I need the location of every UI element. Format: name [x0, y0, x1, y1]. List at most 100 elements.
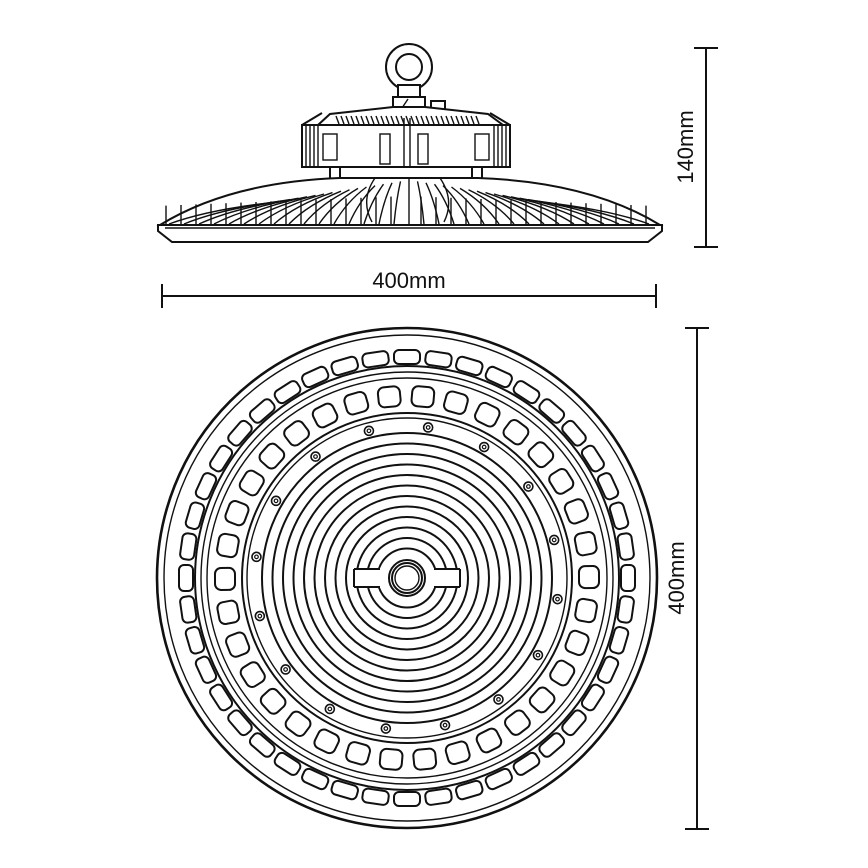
- outer-slot: [616, 595, 635, 624]
- heat-sink: [156, 177, 664, 226]
- inner-slot: [527, 441, 555, 469]
- outer-rim: [155, 326, 659, 830]
- outer-slot: [484, 365, 513, 389]
- top-diameter-label: 400mm: [664, 541, 689, 614]
- outer-slot: [580, 683, 605, 712]
- screw-icon: [254, 610, 266, 622]
- outer-slot: [301, 767, 330, 791]
- outer-slot: [179, 532, 198, 561]
- inner-slot: [502, 419, 530, 446]
- inner-slot: [444, 740, 471, 766]
- top-view: [155, 326, 659, 830]
- outer-slot-ring: [178, 349, 636, 807]
- inner-slot: [563, 498, 589, 525]
- lens-ring: [324, 495, 490, 661]
- outer-slot: [248, 732, 276, 758]
- side-view: [156, 43, 664, 243]
- screw-icon: [478, 441, 490, 453]
- outer-slot: [424, 787, 453, 806]
- outer-slot: [330, 355, 359, 377]
- eye-bolt-icon: [385, 43, 433, 112]
- inner-slot: [224, 500, 250, 527]
- inner-slot: [259, 687, 287, 715]
- outer-slot: [608, 501, 630, 530]
- screw-icon: [548, 534, 560, 546]
- dimension-top-diameter: 400mm: [664, 327, 709, 830]
- outer-slot: [596, 472, 620, 501]
- inner-slot: [504, 709, 531, 736]
- lens-ring: [345, 516, 469, 640]
- inner-slot: [343, 390, 370, 416]
- outer-slot: [538, 732, 566, 758]
- lens-ring: [303, 474, 511, 682]
- screw-icon: [380, 723, 392, 734]
- outer-slot: [273, 751, 302, 776]
- screw-icon: [523, 481, 534, 492]
- inner-slot: [577, 565, 601, 590]
- outer-slot: [361, 350, 390, 369]
- inner-slot: [239, 661, 266, 688]
- outer-slot: [620, 564, 636, 592]
- outer-slot: [484, 767, 513, 791]
- inner-slot: [573, 530, 598, 557]
- dimension-side-height: 140mm: [673, 47, 718, 248]
- outer-slot: [209, 444, 234, 473]
- inner-slot: [216, 532, 240, 559]
- outer-slot: [227, 709, 253, 737]
- screw-icon: [493, 694, 504, 705]
- lens-ring: [313, 484, 501, 672]
- outer-slot: [194, 655, 218, 684]
- center-hub-icon: [352, 559, 462, 597]
- lens-ring: [261, 432, 553, 724]
- lens-ring: [292, 463, 522, 693]
- outer-slot-ring-boundary: [194, 365, 620, 791]
- driver-housing: [301, 106, 511, 178]
- inner-slot: [474, 401, 501, 428]
- lens-ring: [271, 442, 543, 714]
- inner-slot: [410, 385, 436, 409]
- screw-icon: [270, 495, 282, 507]
- outer-slot: [178, 564, 194, 592]
- outer-slot: [227, 419, 253, 447]
- outer-slot: [538, 398, 566, 424]
- screw-icon: [552, 593, 563, 605]
- inner-slot: [284, 710, 312, 737]
- outer-slot: [616, 532, 635, 561]
- outer-slot: [194, 472, 218, 501]
- screw-icon: [251, 551, 262, 563]
- inner-slot-ring: [213, 385, 601, 771]
- outer-slot: [330, 779, 359, 801]
- outer-slot: [608, 626, 630, 655]
- outer-slot: [179, 595, 198, 624]
- outer-slot: [184, 626, 206, 655]
- inner-slot: [443, 390, 469, 415]
- dimension-side-width: 400mm: [161, 268, 657, 308]
- outer-slot: [301, 365, 330, 389]
- inner-slot: [311, 402, 339, 429]
- inner-slot: [376, 385, 402, 409]
- outer-slot: [393, 349, 421, 365]
- screw-ring: [251, 422, 563, 734]
- outer-slot: [580, 444, 605, 473]
- side-width-label: 400mm: [372, 268, 445, 293]
- outer-slot: [361, 787, 390, 806]
- inner-slot: [213, 566, 237, 591]
- outer-slot: [455, 355, 484, 377]
- inner-slot: [549, 659, 576, 687]
- inner-slot: [283, 420, 310, 447]
- inner-slot: [216, 599, 241, 626]
- inner-slot: [345, 741, 371, 766]
- outer-slot: [248, 398, 276, 424]
- screw-icon: [439, 719, 451, 731]
- inner-slot: [412, 747, 438, 771]
- outer-slot: [512, 751, 541, 776]
- outer-slot: [561, 709, 587, 737]
- screw-icon: [363, 425, 375, 437]
- outer-slot: [561, 419, 587, 447]
- screw-icon: [310, 451, 321, 462]
- outer-slot: [512, 380, 541, 405]
- lens-rim: [157, 224, 663, 243]
- outer-slot: [393, 791, 421, 807]
- outer-slot: [184, 501, 206, 530]
- screw-icon: [280, 664, 291, 675]
